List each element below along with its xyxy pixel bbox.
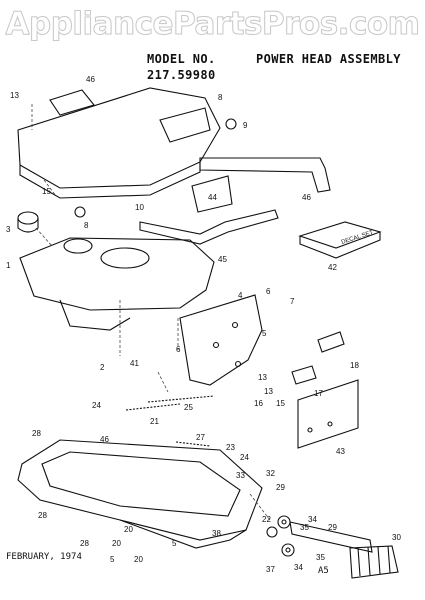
- callout-43: 45: [218, 255, 227, 264]
- callout-30: 29: [328, 523, 337, 532]
- base-frame: [17, 439, 263, 541]
- footer-page: A5: [318, 566, 329, 576]
- callout-35b: 35: [316, 553, 325, 562]
- callout-23: 23: [226, 443, 235, 452]
- callout-34: 34: [308, 515, 317, 524]
- callout-46: 46: [86, 75, 95, 84]
- upper-cover: [17, 87, 221, 189]
- callout-36: 37: [266, 565, 275, 574]
- callout-16: 16: [254, 399, 263, 408]
- callout-19: 20: [112, 539, 121, 548]
- callout-26: 25: [184, 403, 193, 412]
- callout-45: 46: [100, 435, 109, 444]
- callout-34b: 34: [294, 563, 303, 572]
- callout-28: 28: [32, 429, 41, 438]
- callout-32: 32: [266, 469, 275, 478]
- callout-1: 1: [6, 261, 11, 270]
- callout-6: 6: [266, 287, 271, 296]
- footer-date: FEBRUARY, 1974: [6, 552, 82, 562]
- callout-22: 22: [262, 515, 271, 524]
- callout-33: 33: [236, 471, 245, 480]
- callout-12: 15: [42, 187, 51, 196]
- callout-5c: 5: [110, 555, 115, 564]
- watermark: AppliancePartsPros.com: [5, 6, 420, 43]
- callout-14: 13: [258, 373, 267, 382]
- callout-25: 24: [92, 401, 101, 410]
- callout-37: 38: [212, 529, 221, 538]
- callout-5: 5: [262, 329, 267, 338]
- callout-labels: 46 13 8 9 15 10 44 46 3 8 1 45 42 DECAL …: [6, 75, 401, 574]
- callout-5b: 5: [172, 539, 177, 548]
- callout-17: 18: [350, 361, 359, 370]
- callout-29: 28: [38, 511, 47, 520]
- callout-10: 10: [135, 203, 144, 212]
- callout-40: 42: [328, 263, 337, 272]
- decal-label: DECAL SET: [341, 230, 375, 246]
- plate: [297, 379, 359, 449]
- callout-9: 9: [243, 121, 248, 130]
- callout-11: 13: [10, 91, 19, 100]
- callout-27: 27: [196, 433, 205, 442]
- callout-8-top: 8: [218, 93, 223, 102]
- cover-vent: [49, 89, 95, 116]
- callout-35: 35: [300, 523, 309, 532]
- callout-24: 24: [240, 453, 249, 462]
- shaft: [289, 521, 373, 553]
- callout-13: 13: [264, 387, 273, 396]
- engine-housing: [19, 237, 215, 311]
- callout-19b: 20: [134, 555, 143, 564]
- model-number: 217.59980: [147, 68, 216, 82]
- callout-4: 4: [238, 291, 243, 300]
- callout-3: 3: [6, 225, 11, 234]
- callout-18: 17: [314, 389, 323, 398]
- callout-41: 43: [336, 447, 345, 456]
- callout-29b: 28: [80, 539, 89, 548]
- grip: [349, 545, 399, 579]
- callout-7: 7: [290, 297, 295, 306]
- callout-39: 41: [130, 359, 139, 368]
- callout-6b: 6: [176, 345, 181, 354]
- callout-2: 2: [100, 363, 105, 372]
- model-label: MODEL NO.: [147, 52, 216, 66]
- callout-20: 20: [124, 525, 133, 534]
- callout-44: 46: [302, 193, 311, 202]
- callout-31: 30: [392, 533, 401, 542]
- knob: [17, 211, 39, 225]
- callout-30b: 29: [276, 483, 285, 492]
- tube: [199, 157, 331, 193]
- callout-15: 15: [276, 399, 285, 408]
- callout-8: 8: [84, 221, 89, 230]
- callout-21: 21: [150, 417, 159, 426]
- assembly-title: POWER HEAD ASSEMBLY: [256, 52, 401, 66]
- callout-42: 44: [208, 193, 217, 202]
- mount-bracket: [179, 294, 263, 386]
